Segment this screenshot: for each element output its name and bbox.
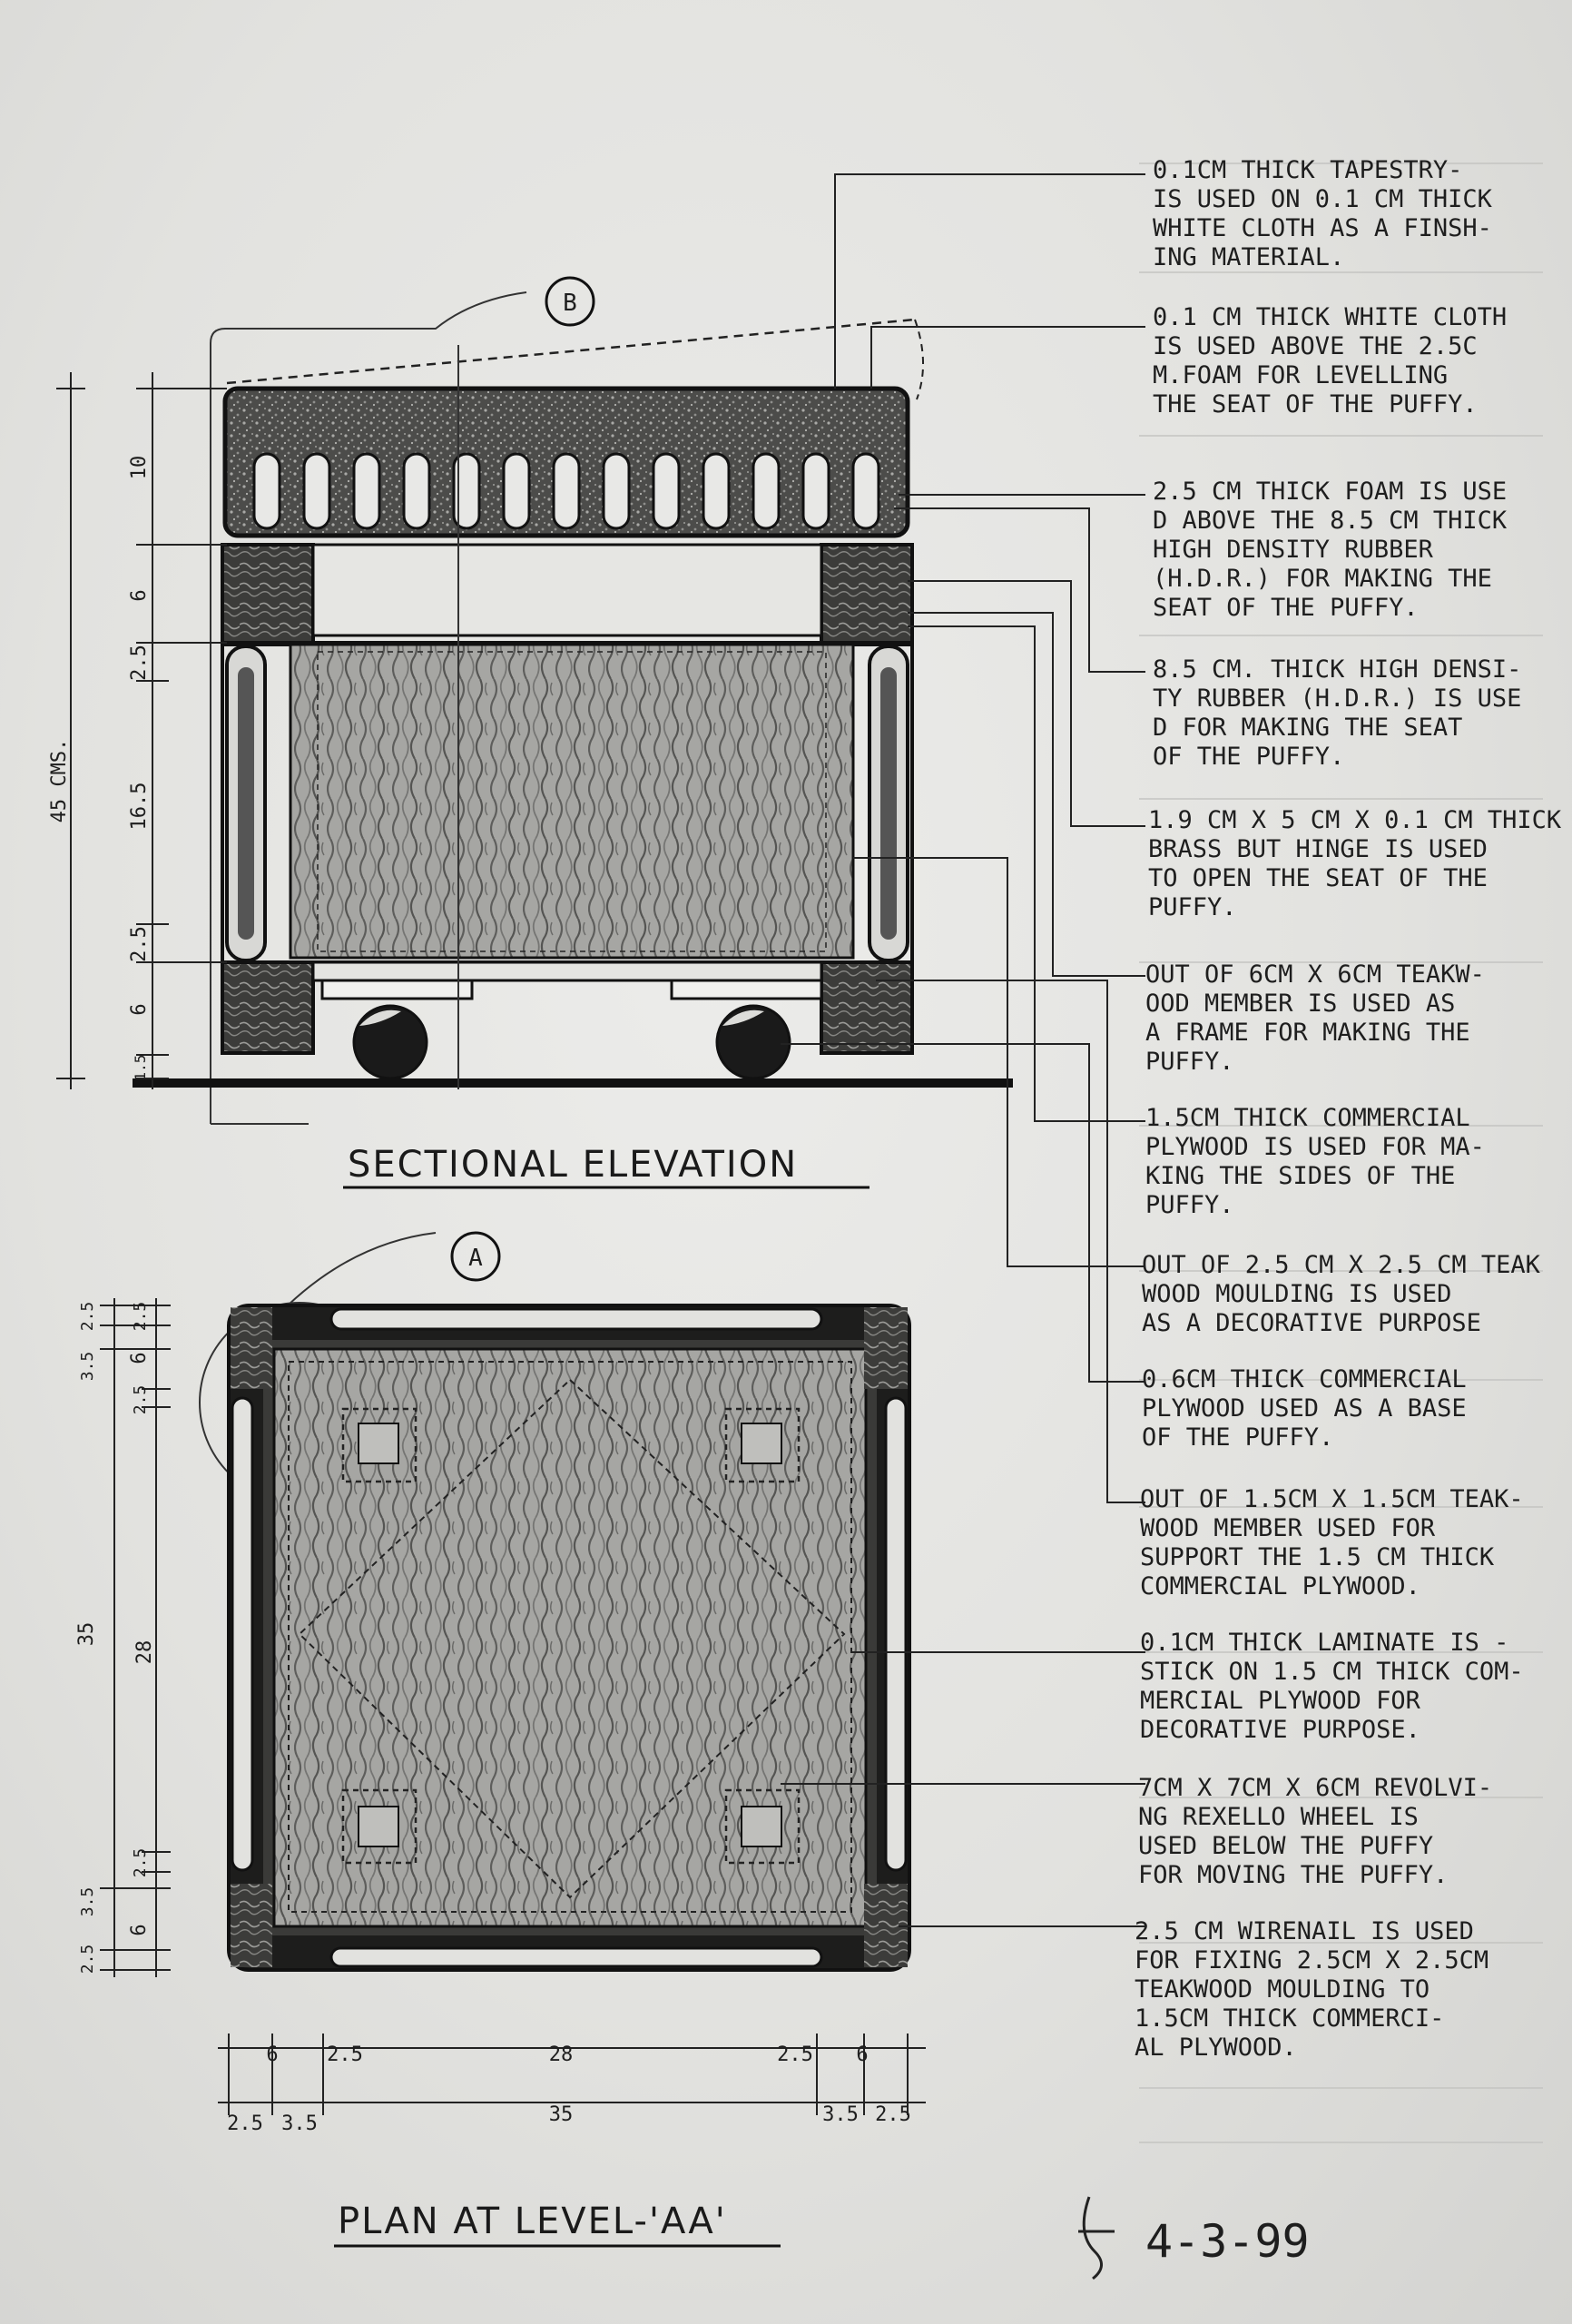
notes-column: 0.1CM THICK TAPESTRY-IS USED ON 0.1 CM T…: [1135, 156, 1562, 2062]
dim-plan-left-outer-3: 35: [75, 1622, 98, 1647]
callout-b-label: B: [563, 290, 577, 317]
dim-plan-left-outer-1: 2.5: [78, 1302, 97, 1332]
date-label: 4-3-99: [1145, 2215, 1310, 2268]
dim-plan-left-inner-5: 2.5: [131, 1848, 150, 1878]
notes-ruled-lines: [1139, 162, 1543, 2143]
plan-title: PLAN AT LEVEL-'AA': [338, 2201, 727, 2242]
elevation-title: SECTIONAL ELEVATION: [348, 1144, 798, 1186]
dim-elevation-2: 6: [128, 589, 151, 601]
dim-plan-bottom1-5: 6: [856, 2043, 868, 2066]
dim-elevation-1: 10: [128, 456, 151, 480]
dim-plan-bottom2-2: 3.5: [281, 2112, 318, 2135]
dim-plan-left-inner-3: 2.5: [131, 1385, 150, 1415]
note-10: OUT OF 1.5CM X 1.5CM TEAK-WOOD MEMBER US…: [1140, 1485, 1524, 1600]
plan-view: [100, 1232, 926, 2115]
dim-elevation-6: 6: [128, 1003, 151, 1015]
callout-a-label: A: [468, 1245, 483, 1272]
dim-plan-left-outer-4: 3.5: [78, 1887, 97, 1917]
dim-plan-bottom1-3: 28: [549, 2043, 574, 2066]
elevation-dimension-lines: [56, 372, 227, 1089]
leader-lines: [781, 173, 1145, 1927]
signature-mark: [1078, 2196, 1115, 2280]
dim-plan-left-outer-5: 2.5: [78, 1945, 97, 1974]
dim-plan-bottom1-4: 2.5: [777, 2043, 813, 2066]
dim-plan-left-inner-6: 6: [128, 1924, 151, 1935]
dim-plan-bottom1-2: 2.5: [327, 2043, 363, 2066]
callout-b-circle: [545, 276, 595, 327]
plan-dimension-lines: [100, 1298, 926, 2115]
dim-elevation-7: 1.5: [132, 1055, 149, 1081]
note-06: OUT OF 6CM X 6CM TEAKW-OOD MEMBER IS USE…: [1145, 960, 1485, 1076]
note-12: 7CM X 7CM X 6CM REVOLVI-NG REXELLO WHEEL…: [1138, 1774, 1492, 1889]
dim-elevation-5: 2.5: [128, 926, 151, 962]
dim-plan-bottom1-1: 6: [266, 2043, 278, 2066]
callout-a-circle: [450, 1231, 501, 1282]
note-11: 0.1CM THICK LAMINATE IS -STICK ON 1.5 CM…: [1140, 1629, 1524, 1744]
dim-plan-bottom2-5: 2.5: [875, 2103, 911, 2126]
note-04: 8.5 CM. THICK HIGH DENSI-TY RUBBER (H.D.…: [1153, 655, 1521, 771]
dim-elevation-3: 2.5: [128, 645, 151, 681]
dim-elevation-overall: 45 CMS.: [48, 739, 71, 823]
note-01: 0.1CM THICK TAPESTRY-IS USED ON 0.1 CM T…: [1153, 156, 1493, 271]
dim-plan-left-inner-2: 6: [128, 1352, 151, 1364]
dim-plan-bottom2-3: 35: [549, 2103, 574, 2126]
seat-springs: [252, 452, 880, 530]
dim-plan-left-inner-4: 28: [133, 1640, 156, 1665]
dim-elevation-4: 16.5: [128, 783, 151, 831]
dim-plan-bottom2-4: 3.5: [822, 2103, 859, 2126]
dim-plan-bottom2-1: 2.5: [227, 2112, 263, 2135]
sectional-elevation: [56, 291, 1013, 1125]
dim-plan-left-inner-1: 2.5: [131, 1302, 150, 1332]
dim-plan-left-outer-2: 3.5: [78, 1352, 97, 1382]
